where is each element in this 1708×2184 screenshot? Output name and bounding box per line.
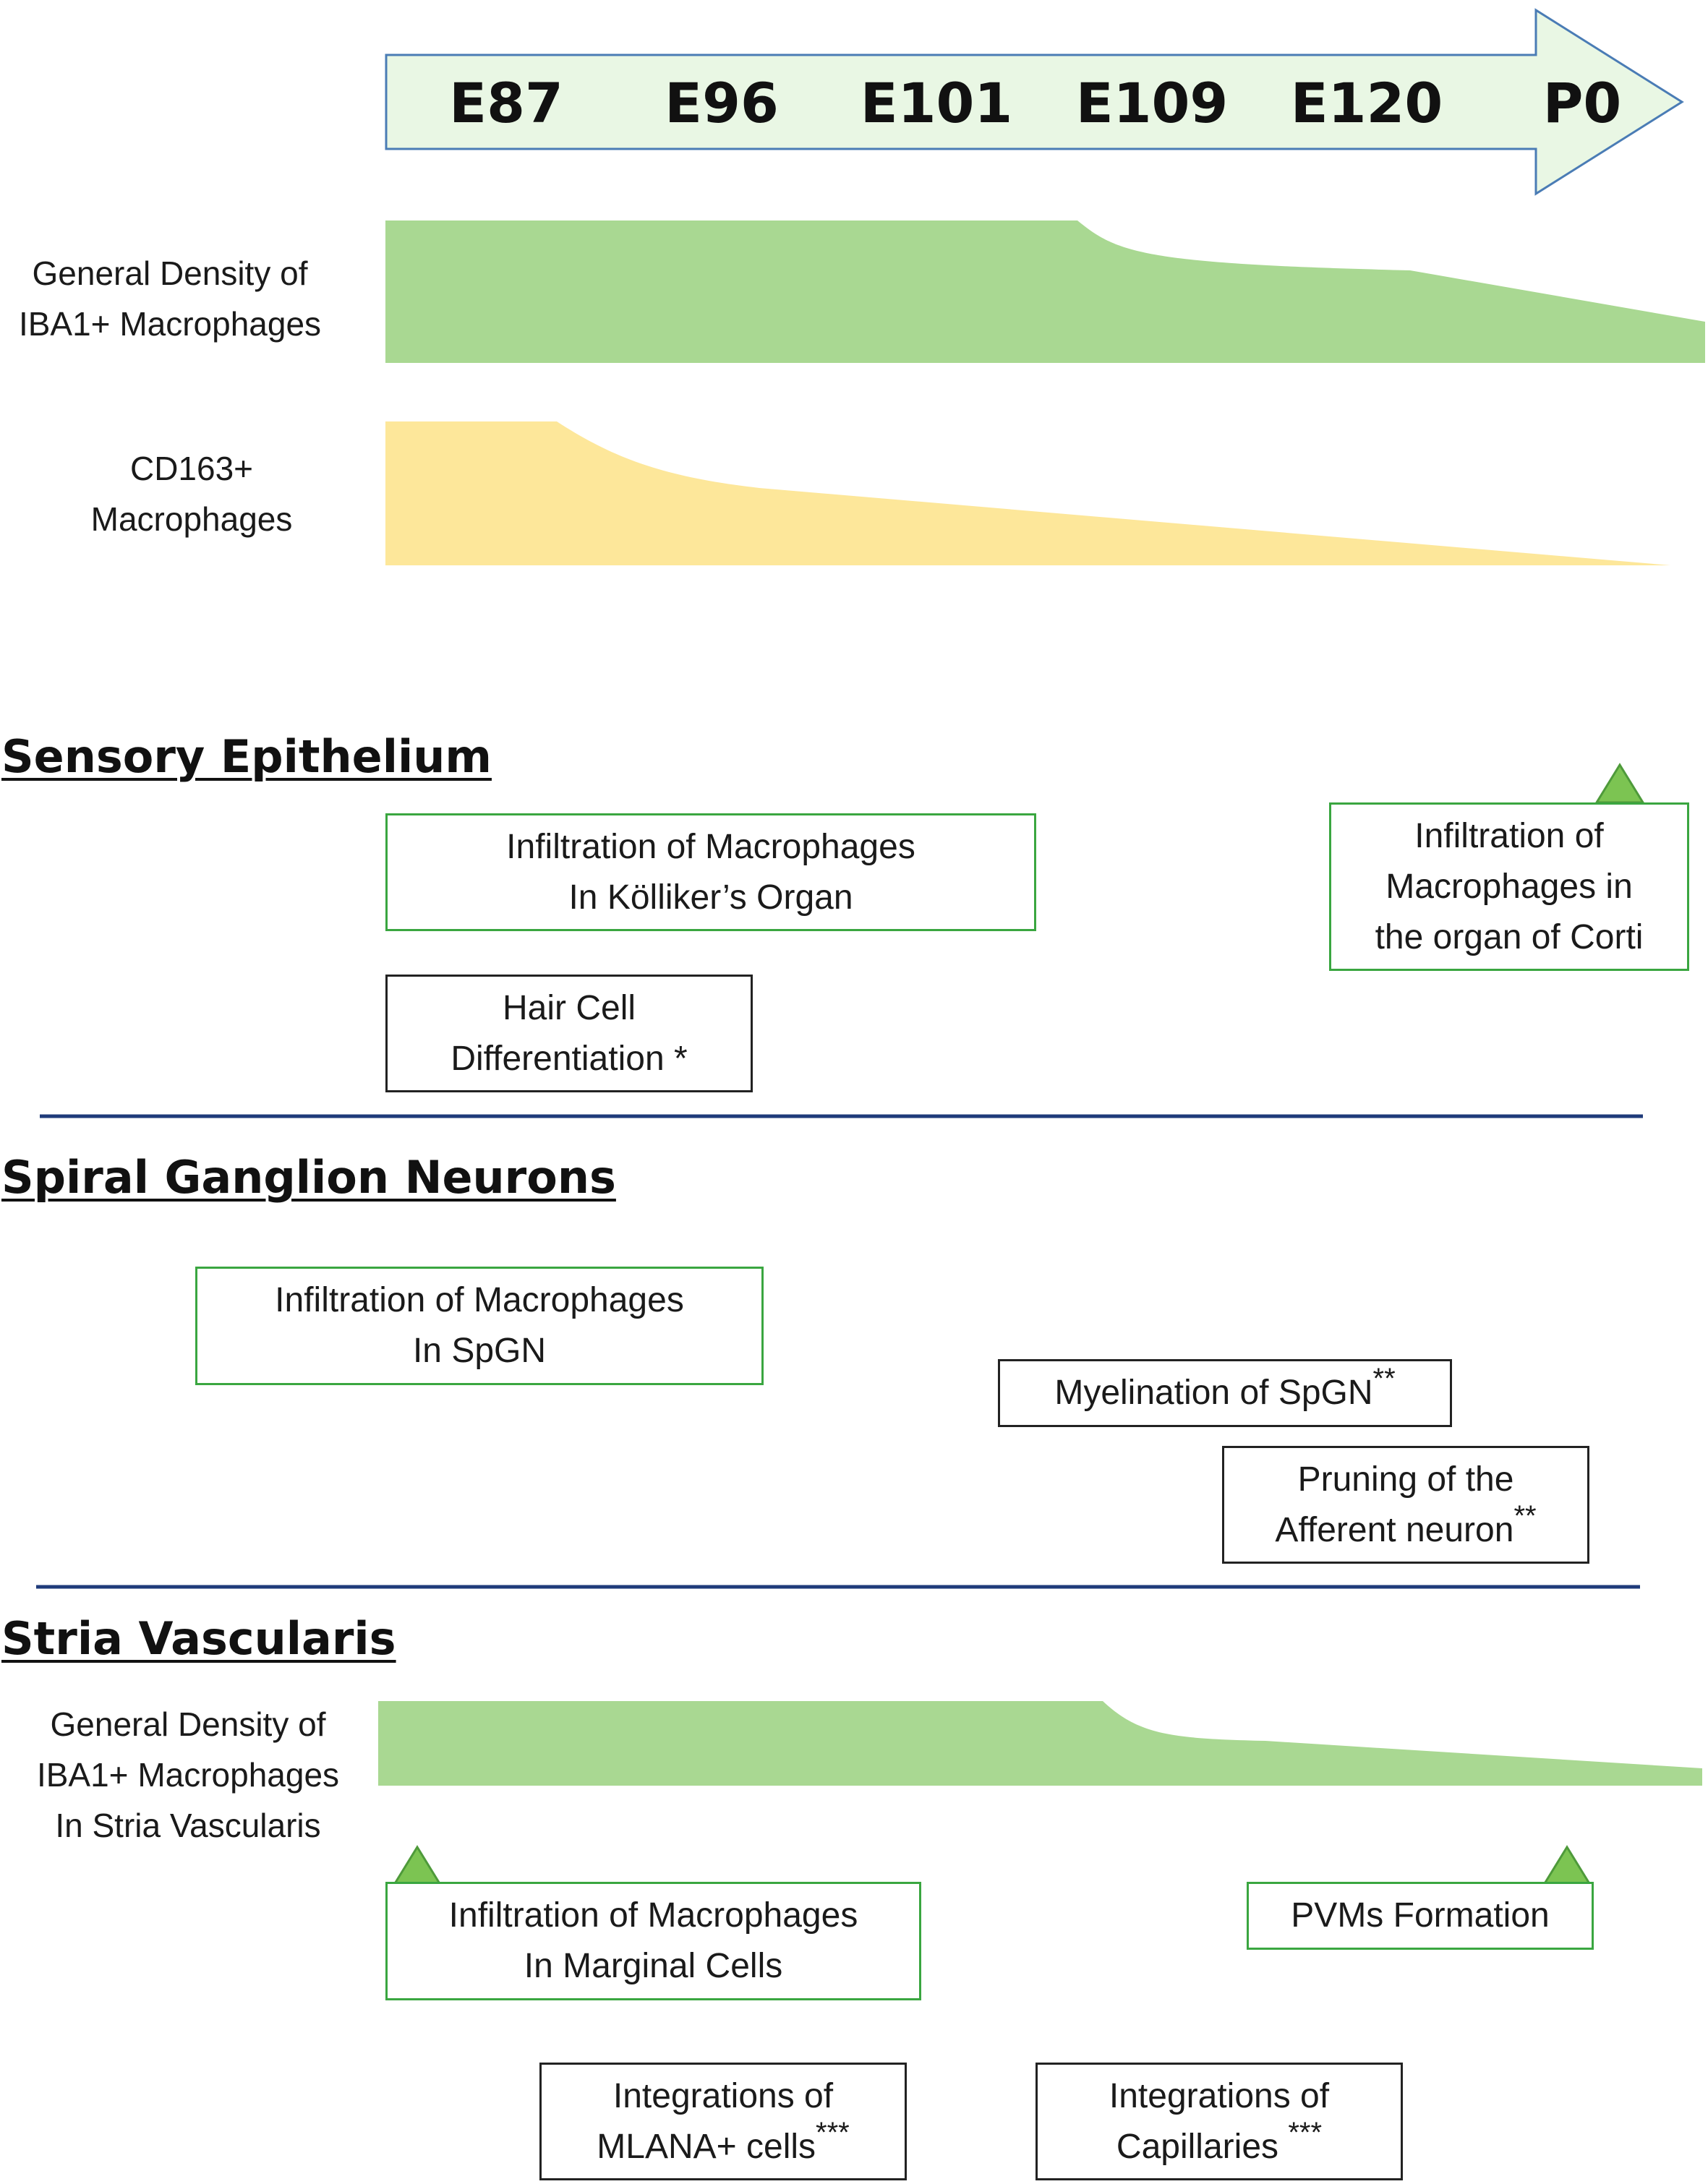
box-kolliker-infiltration: Infiltration of Macrophages In Kölliker’… [385,813,1036,931]
box-spgn-infiltration: Infiltration of Macrophages In SpGN [195,1267,764,1385]
timeline-arrow [385,8,1684,196]
box-corti-infiltration: Infiltration of Macrophages in the organ… [1329,802,1689,971]
cd163-density-area [385,421,1670,565]
iba1-density-label: General Density of IBA1+ Macrophages [18,254,322,343]
box-pvm-formation: PVMs Formation [1247,1882,1594,1950]
iba1-density-area [385,220,1705,363]
tick-e101: E101 [860,71,1013,135]
section-title-spiral-ganglion: Spiral Ganglion Neurons [1,1151,616,1204]
tick-e120: E120 [1290,71,1443,135]
footnote-mark: ** [1372,1363,1396,1395]
box-capillary-integration: Integrations of Capillaries *** [1036,2063,1403,2180]
box-hair-cell-differentiation: Hair Cell Differentiation * [385,975,753,1092]
cd163-density-label: CD163+ Macrophages [90,450,293,538]
box-mlana-integration: Integrations of MLANA+ cells*** [539,2063,907,2180]
tick-e87: E87 [449,71,563,135]
footnote-mark: *** [816,2116,850,2149]
section-title-stria-vascularis: Stria Vascularis [1,1612,396,1665]
box-marginal-infiltration: Infiltration of Macrophages In Marginal … [385,1882,921,2000]
stria-density-area [378,1701,1702,1786]
box-spgn-myelination: Myelination of SpGN** [998,1359,1452,1427]
footnote-mark: ** [1513,1499,1537,1532]
stria-density-label: General Density of IBA1+ Macrophages In … [36,1705,340,1844]
triangle-marker-marginal [392,1845,443,1886]
tick-e109: E109 [1075,71,1229,135]
triangle-marker-corti [1594,763,1645,804]
footnote-mark: *** [1288,2116,1323,2149]
section-title-sensory-epithelium: Sensory Epithelium [1,730,492,783]
tick-e96: E96 [665,71,779,135]
triangle-marker-pvm [1542,1845,1592,1886]
tick-p0: P0 [1542,71,1622,135]
box-afferent-pruning: Pruning of the Afferent neuron** [1222,1446,1589,1564]
